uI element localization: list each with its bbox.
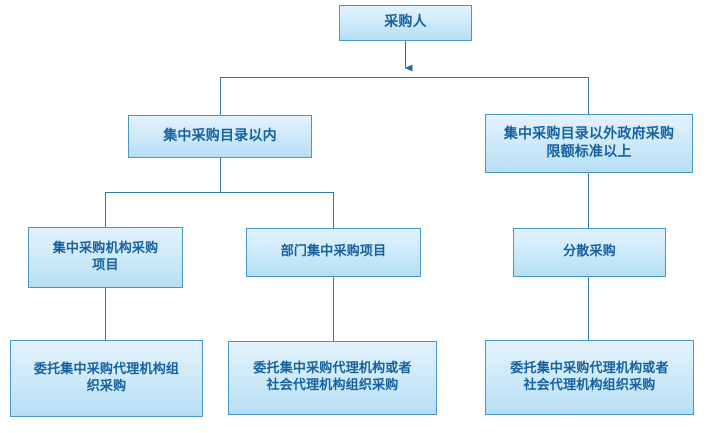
node-entrust-central-or-social-agency-right[interactable]: 委托集中采购代理机构或者 社会代理机构组织采购 [485, 340, 694, 415]
node-decentralized-purchasing[interactable]: 分散采购 [513, 228, 666, 277]
node-central-purchasing-agency-project[interactable]: 集中采购机构采购 项目 [28, 227, 183, 288]
node-entrust-mid-label: 委托集中采购代理机构或者 社会代理机构组织采购 [253, 361, 412, 393]
node-purchaser-label: 采购人 [384, 14, 427, 31]
node-outside-catalog[interactable]: 集中采购目录以外政府采购 限额标准以上 [485, 114, 693, 173]
node-department-central-purchasing-project[interactable]: 部门集中采购项目 [246, 228, 421, 277]
node-within-catalog-label: 集中采购目录以内 [163, 127, 277, 144]
node-outside-catalog-label: 集中采购目录以外政府采购 限额标准以上 [503, 125, 675, 160]
node-decentralized-label: 分散采购 [563, 244, 616, 260]
node-entrust-right-label: 委托集中采购代理机构或者 社会代理机构组织采购 [510, 360, 669, 393]
node-entrust-central-agency-left[interactable]: 委托集中采购代理机构组 织采购 [10, 340, 203, 417]
node-central-org-label: 集中采购机构采购 项目 [52, 240, 159, 273]
node-dept-central-label: 部门集中采购项目 [280, 244, 387, 260]
node-entrust-central-or-social-agency-mid[interactable]: 委托集中采购代理机构或者 社会代理机构组织采购 [228, 341, 437, 415]
node-entrust-left-label: 委托集中采购代理机构组 织采购 [33, 361, 180, 394]
node-within-catalog[interactable]: 集中采购目录以内 [128, 115, 312, 158]
node-purchaser[interactable]: 采购人 [339, 5, 472, 41]
